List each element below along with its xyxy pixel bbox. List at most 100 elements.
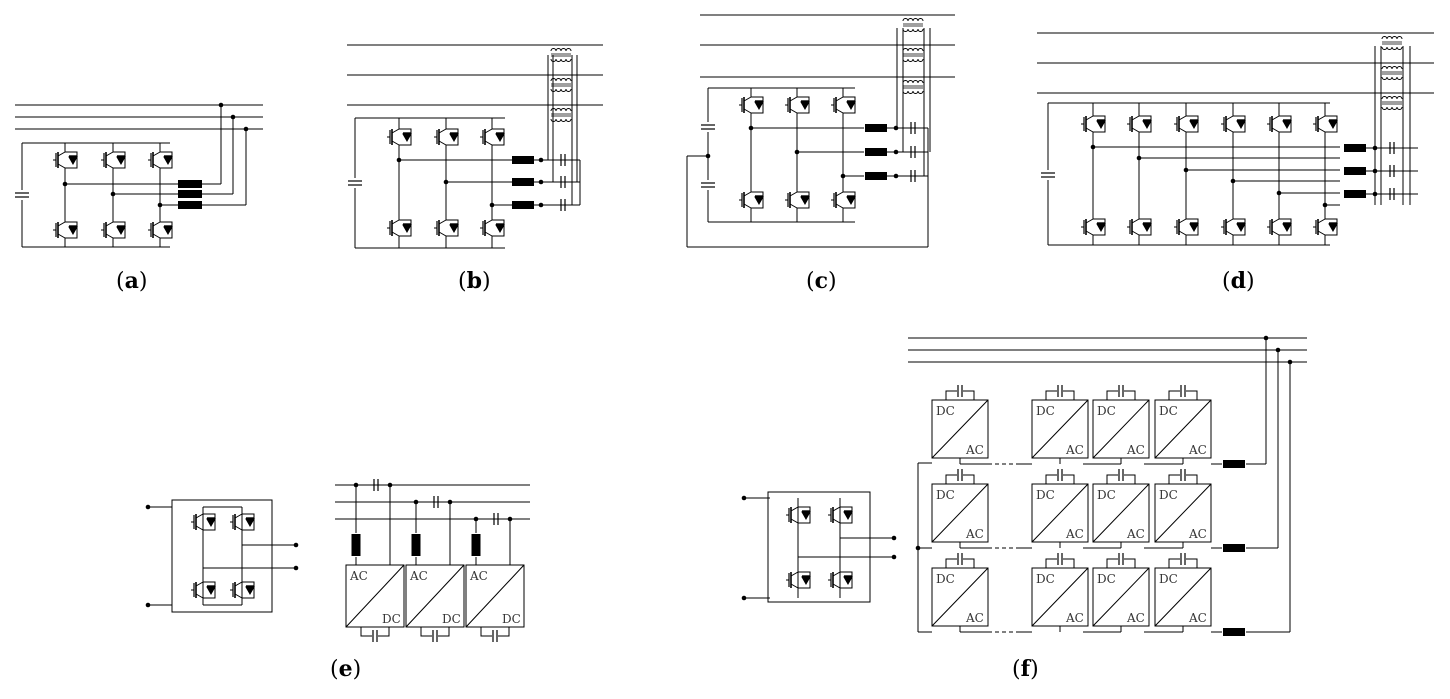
- inductor: [865, 124, 887, 132]
- junction-dot: [1287, 359, 1293, 365]
- igbt-switch: [1080, 109, 1106, 139]
- converter-label: DC: [1036, 404, 1055, 418]
- capacitor: [347, 180, 363, 186]
- igbt-switch: [1173, 109, 1199, 139]
- transformer-coil: [1381, 36, 1403, 50]
- inductor: [471, 534, 481, 556]
- igbt-switch: [386, 122, 412, 152]
- igbt-switch: [1312, 109, 1338, 139]
- converter-label: DC: [1097, 572, 1116, 586]
- inductor: [1344, 144, 1366, 152]
- igbt-switch: [1220, 109, 1246, 139]
- wire: [1186, 474, 1198, 484]
- caption-b: (b): [458, 268, 491, 294]
- panel-f: DCACDCACDCACDCACDCACDCACDCACDCACDCACDCAC…: [741, 335, 1307, 636]
- junction-dot: [538, 202, 544, 208]
- converter-box: [767, 491, 871, 603]
- capacitor: [957, 384, 963, 398]
- igbt-switch: [1312, 212, 1338, 242]
- wire: [963, 474, 975, 484]
- inductor: [1223, 460, 1245, 468]
- converter-diagonal: [1154, 567, 1212, 627]
- igbt-switch: [147, 145, 173, 175]
- transformer-coil: [1381, 66, 1403, 80]
- junction-dot: [538, 157, 544, 163]
- igbt-switch: [1220, 212, 1246, 242]
- converter-diagonal: [345, 564, 405, 628]
- wire: [1124, 558, 1136, 568]
- wire: [1063, 474, 1075, 484]
- wire: [1063, 390, 1075, 400]
- converter-diagonal: [931, 483, 989, 543]
- inductor: [512, 178, 534, 186]
- wire: [945, 474, 957, 484]
- inductor: [1344, 167, 1366, 175]
- igbt-switch: [1266, 212, 1292, 242]
- capacitor: [372, 629, 378, 643]
- capacitor: [492, 629, 498, 643]
- converter-label: DC: [1036, 488, 1055, 502]
- junction-dot: [741, 595, 747, 601]
- converter-diagonal: [465, 564, 525, 628]
- converter-diagonal: [1092, 483, 1150, 543]
- caption-a: (a): [116, 268, 147, 294]
- inductor: [1223, 544, 1245, 552]
- capacitor: [1040, 172, 1056, 178]
- converter-label: AC: [965, 527, 984, 541]
- wire: [1168, 390, 1180, 400]
- transformer-coil: [902, 48, 924, 62]
- junction-dot: [507, 516, 513, 522]
- wire: [1168, 474, 1180, 484]
- converter-label: DC: [442, 612, 461, 626]
- capacitor: [14, 192, 30, 198]
- converter-label: AC: [1065, 611, 1084, 625]
- converter-label: DC: [1159, 404, 1178, 418]
- panel-c: [686, 14, 955, 248]
- wire: [1168, 558, 1180, 568]
- inductor: [411, 534, 421, 556]
- wire: [963, 390, 975, 400]
- wire: [1186, 558, 1198, 568]
- junction-dot: [893, 149, 899, 155]
- converter-label: DC: [1036, 572, 1055, 586]
- igbt-switch: [784, 90, 810, 120]
- panel-d: [1037, 32, 1434, 246]
- converter-label: AC: [1188, 611, 1207, 625]
- wire: [1045, 558, 1057, 568]
- capacitor: [1180, 384, 1186, 398]
- inductor: [865, 172, 887, 180]
- igbt-switch: [784, 185, 810, 215]
- junction-dot: [218, 102, 224, 108]
- wire: [1045, 390, 1057, 400]
- converter-label: AC: [469, 569, 488, 583]
- junction-dot: [1275, 347, 1281, 353]
- capacitor: [1118, 384, 1124, 398]
- converter-diagonal: [1154, 483, 1212, 543]
- capacitor: [1057, 384, 1063, 398]
- converter-label: AC: [1126, 527, 1145, 541]
- converter-label: AC: [1065, 527, 1084, 541]
- inductor: [865, 148, 887, 156]
- inductor: [178, 201, 202, 209]
- junction-dot: [538, 179, 544, 185]
- converter-label: DC: [1097, 488, 1116, 502]
- junction-dot: [891, 535, 897, 541]
- wire: [945, 558, 957, 568]
- igbt-switch: [830, 90, 856, 120]
- igbt-switch: [100, 215, 126, 245]
- capacitor: [1057, 552, 1063, 566]
- wire: [1106, 558, 1118, 568]
- igbt-switch: [479, 213, 505, 243]
- capacitor: [1118, 468, 1124, 482]
- wire: [1124, 474, 1136, 484]
- junction-dot: [893, 173, 899, 179]
- transformer-coil: [902, 80, 924, 94]
- capacitor: [700, 124, 716, 130]
- junction-dot: [293, 565, 299, 571]
- igbt-switch: [738, 90, 764, 120]
- converter-box: [345, 564, 405, 628]
- inductor: [512, 156, 534, 164]
- converter-label: AC: [349, 569, 368, 583]
- capacitor: [1180, 468, 1186, 482]
